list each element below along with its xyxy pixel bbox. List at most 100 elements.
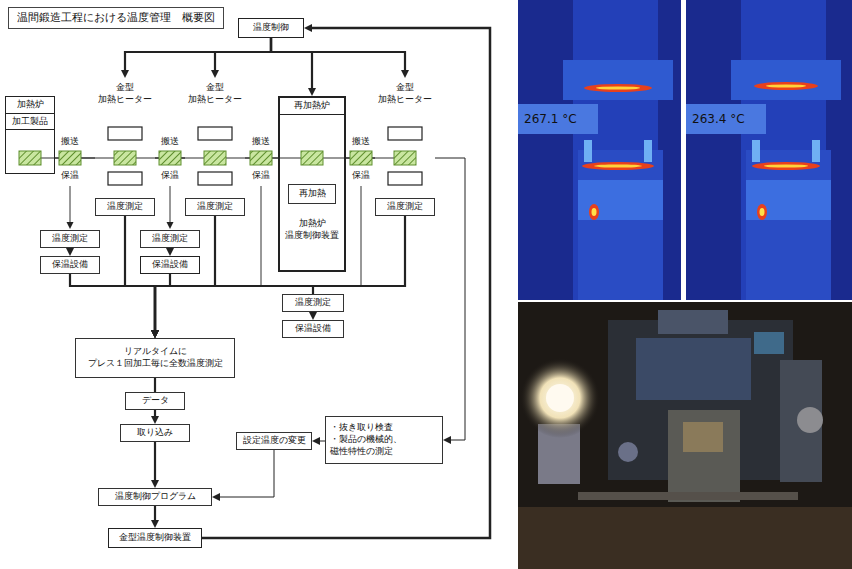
press-photo-part xyxy=(754,332,784,354)
flow-connector xyxy=(154,378,156,392)
data-box: データ xyxy=(125,392,185,410)
measure-box: 温度測定 xyxy=(282,294,344,312)
node-text: 温度測定 xyxy=(190,201,240,213)
inspection-box: ・抜き取り検査・製品の機械的、 磁性特性の測定 xyxy=(325,416,443,464)
node-text: 加熱炉 xyxy=(6,97,54,114)
step-label: 搬送 xyxy=(55,136,85,147)
thermal-image-part xyxy=(752,140,760,162)
flow-connector xyxy=(70,274,155,332)
measure-box: 温度測定 xyxy=(40,230,100,248)
press-photo-part xyxy=(578,492,798,500)
die-pair-part xyxy=(108,172,142,185)
die-pair-part xyxy=(388,172,422,185)
thermal-image-part xyxy=(584,140,592,162)
step-label: 搬送 xyxy=(246,136,276,147)
press-photo-part xyxy=(797,407,823,433)
step-label: 保温 xyxy=(346,170,376,181)
node-text: 保温設備 xyxy=(45,259,95,271)
node-text: 温度測定 xyxy=(145,233,195,245)
die-heater: 金型 加熱ヒーター xyxy=(95,78,155,190)
thermal-image-part xyxy=(589,204,599,220)
node-text: 再加熱炉 xyxy=(280,98,344,115)
die-heater: 金型 加熱ヒーター xyxy=(375,78,435,190)
thermal-image-part xyxy=(518,104,598,134)
insulation-line-part xyxy=(70,186,71,223)
thermal-image-part xyxy=(766,84,806,87)
process-box: 設定温度の変更 xyxy=(236,432,312,450)
workpiece-part xyxy=(350,151,372,165)
press-photo-part xyxy=(518,507,852,569)
node-text: 保温設備 xyxy=(145,259,195,271)
press-photo xyxy=(518,302,852,569)
node-text: 金型温度制御装置 xyxy=(113,532,197,544)
node-text: 保温設備 xyxy=(287,323,339,335)
flow-connector xyxy=(202,28,490,538)
controller-box: 金型温度制御装置 xyxy=(108,528,202,548)
workpiece-part xyxy=(250,151,272,165)
program-box: 温度制御プログラム xyxy=(98,488,212,506)
thermal-image xyxy=(686,0,852,300)
furnace-box: 加熱炉加工製品 xyxy=(5,96,55,174)
process-box: リアルタイムに プレス１回加工毎に全数温度測定 xyxy=(75,338,235,378)
flow-connector xyxy=(155,274,170,332)
thermal-image-part xyxy=(582,162,654,170)
node-text: データ xyxy=(130,395,180,407)
flow-connector xyxy=(313,312,314,314)
press-photo-part xyxy=(683,422,723,452)
flow-connector xyxy=(70,248,71,250)
die-pair-part xyxy=(198,127,232,140)
thermal-image-part xyxy=(686,104,766,134)
flow-connector xyxy=(271,38,405,72)
flow-connector xyxy=(125,38,271,72)
press-photo-part xyxy=(636,338,751,400)
control-box: 温度制御 xyxy=(238,18,304,38)
node-text: 金型 加熱ヒーター xyxy=(375,82,435,105)
thermal-image-part xyxy=(578,150,663,300)
thermal-image-part xyxy=(757,204,767,220)
thermal-image-part xyxy=(760,208,765,216)
press-photo-part xyxy=(780,360,822,482)
insulation-line-part xyxy=(170,186,171,223)
workpiece-part xyxy=(394,151,416,165)
workpiece xyxy=(19,151,416,165)
workpiece-part xyxy=(114,151,136,165)
node-text: 金型 加熱ヒーター xyxy=(185,82,245,105)
insulation-box: 保温設備 xyxy=(140,256,200,274)
insulation-line-part xyxy=(361,186,362,286)
step-label: 保温 xyxy=(155,170,185,181)
flow-connector xyxy=(215,38,271,72)
die-heater: 金型 加熱ヒーター xyxy=(185,78,245,190)
press-photo-part xyxy=(520,358,600,438)
step-label: 保温 xyxy=(246,170,276,181)
temperature-reading: 263.4 °C xyxy=(692,112,745,126)
node-text: 温度測定 xyxy=(45,233,95,245)
measure-box: 温度測定 xyxy=(185,198,245,216)
workpiece-part xyxy=(204,151,226,165)
thermal-image-part xyxy=(746,180,831,220)
workpiece-part xyxy=(59,151,81,165)
press-photo-part xyxy=(618,442,638,462)
insulation-arrowhead xyxy=(67,222,174,229)
die-pair-part xyxy=(388,127,422,140)
press-photo-part xyxy=(668,410,740,502)
diagram-title: 温間鍛造工程における温度管理 概要図 xyxy=(8,7,224,29)
press-photo-part xyxy=(546,384,574,412)
flow-connector xyxy=(218,450,274,497)
thermal-image-part xyxy=(754,82,818,90)
reheat-box: 再加熱 xyxy=(288,184,336,204)
measure-box: 温度測定 xyxy=(95,198,155,216)
insulation-line-part xyxy=(261,186,262,286)
step-label: 保温 xyxy=(55,170,85,181)
press-photo-part xyxy=(658,310,728,334)
node-text: 温度測定 xyxy=(287,297,339,309)
thermal-image-part xyxy=(644,140,652,162)
workpiece-part xyxy=(19,151,41,165)
process-box: 取り込み xyxy=(120,424,190,442)
thermal-image xyxy=(518,0,681,300)
node-text: リアルタイムに プレス１回加工毎に全数温度測定 xyxy=(80,346,230,369)
insulation-box: 保温設備 xyxy=(282,320,344,338)
measure-box: 温度測定 xyxy=(375,198,435,216)
step-label: 搬送 xyxy=(155,136,185,147)
flow-connector xyxy=(318,441,325,442)
flow-connector xyxy=(271,38,312,90)
